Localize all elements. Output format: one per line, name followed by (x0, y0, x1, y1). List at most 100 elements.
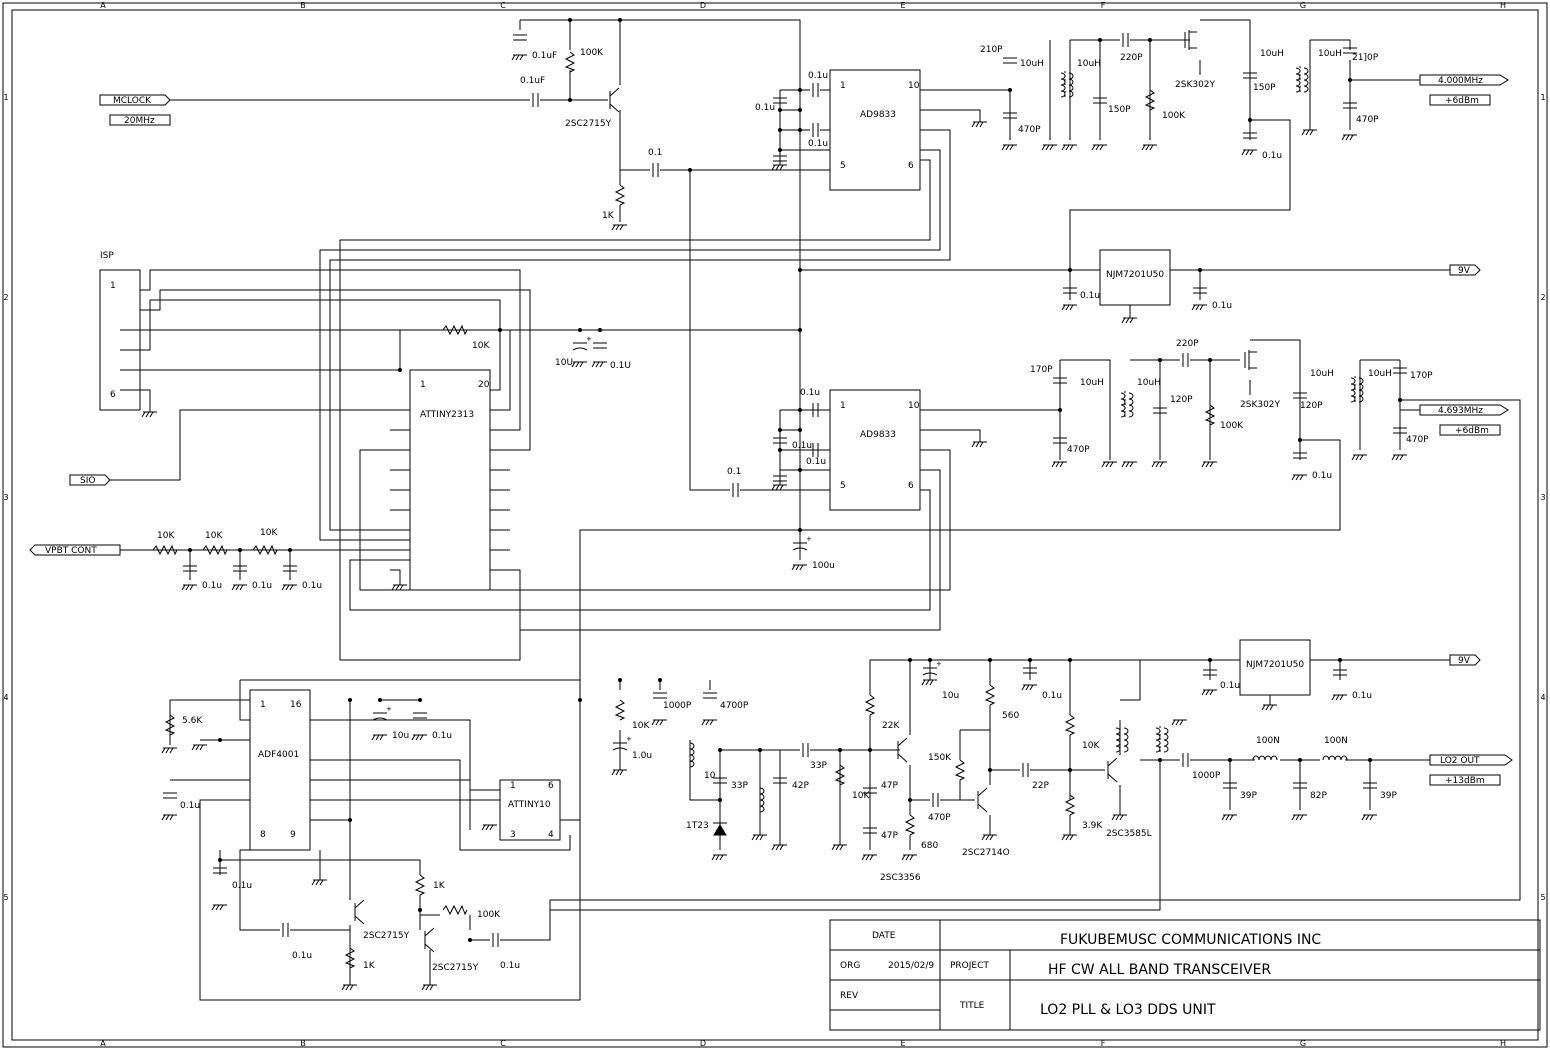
junction-dot (1098, 38, 1102, 42)
ground-hatch (1249, 149, 1254, 156)
part-label: 100K (477, 910, 501, 920)
capacitor-icon (1293, 782, 1307, 789)
junction-dot (1208, 358, 1212, 362)
resistor-zigzag (414, 874, 426, 896)
coil-icon (1128, 392, 1134, 418)
border-column-label: A (100, 1039, 106, 1048)
ground-hatch (1225, 814, 1230, 821)
part-label: 82P (1310, 791, 1327, 801)
resistor-zigzag (1204, 404, 1216, 426)
part-label: 0.1u (302, 581, 322, 591)
polarity-mark: + (626, 735, 632, 743)
junction-dot (778, 148, 782, 152)
ground-hatch (1051, 461, 1056, 468)
transistor-icon (1107, 757, 1118, 783)
resistor-icon (442, 904, 468, 916)
tiny10-name: ATTINY10 (508, 800, 551, 810)
border-column-label: D (700, 1039, 706, 1048)
junction-dot (778, 448, 782, 452)
coil-icon (689, 742, 695, 768)
reg1-name: NJM7201U50 (1106, 270, 1164, 280)
part-label: 2SC3356 (880, 873, 921, 883)
ground-icon (311, 879, 327, 886)
ground-hatch (1199, 304, 1204, 311)
ground-hatch (141, 411, 146, 418)
part-label: 10uH (1310, 369, 1334, 379)
junction-dot (798, 428, 802, 432)
ground-hatch (349, 984, 354, 991)
part-label: 22P (1032, 781, 1049, 791)
transistor-icon (354, 899, 365, 925)
isp-name: ISP (100, 251, 114, 261)
capacitor-icon (652, 163, 659, 177)
ground-icon (481, 824, 497, 831)
ground-hatch (1209, 461, 1214, 468)
ground-hatch (1061, 144, 1066, 151)
ground-hatch (1351, 454, 1356, 461)
ground-hatch (1355, 454, 1360, 461)
ground-hatch (391, 584, 396, 591)
ground-hatch (1195, 304, 1200, 311)
part-label: 0.1u (432, 731, 452, 741)
mclock-freq-box (109, 114, 171, 126)
part-label: 560 (1002, 711, 1019, 721)
part-label: 4700P (720, 701, 749, 711)
junction-dot (348, 818, 352, 822)
mclock-label: MCLOCK (113, 96, 152, 106)
junction-dot (288, 548, 292, 552)
ground-hatch (979, 441, 984, 448)
ground-icon (861, 854, 877, 861)
part-label: 0.1 (648, 148, 662, 158)
part-label: 220P (1176, 339, 1199, 349)
part-label: 42P (792, 781, 809, 791)
resistor-icon (202, 544, 228, 556)
ground-hatch (1341, 134, 1346, 141)
ground-hatch (1191, 304, 1196, 311)
ground-hatch (1305, 129, 1310, 136)
resistor-zigzag (834, 764, 846, 786)
junction-dot (758, 748, 762, 752)
ground-hatch (651, 719, 656, 726)
ground-icon (1121, 317, 1137, 324)
junction-dot (578, 328, 582, 332)
transistor-emitter (609, 103, 620, 113)
ground-hatch (1111, 814, 1116, 821)
part-label: 0.1 (727, 467, 741, 477)
ground-hatch (281, 584, 286, 591)
electrolytic-capacitor-icon: + (572, 335, 592, 351)
coil-icon (1123, 727, 1129, 753)
labels: MCLOCK 20MHz SIO VPBT CONT 4.000MHz +6dB… (45, 45, 1489, 1018)
coil-winding (1295, 67, 1301, 93)
capacitor-plate-curved (792, 547, 808, 551)
part-label: 10uH (1260, 49, 1284, 59)
title-block-rev-label: REV (840, 991, 859, 1001)
part-label: 39P (1380, 791, 1397, 801)
capacitor-icon (1393, 367, 1407, 374)
resistor-zigzag (442, 324, 468, 336)
resistor-icon (564, 51, 576, 73)
ground-icon (281, 584, 297, 591)
resistor-icon (984, 684, 996, 706)
ground-hatch (419, 734, 424, 741)
ground-icon (901, 854, 917, 861)
out2-level-box (1439, 424, 1501, 436)
v9-bot-label: 9V (1458, 656, 1471, 666)
transistor-icon (1184, 30, 1197, 50)
part-label: 0.1u (1042, 691, 1062, 701)
part-label: 0.1u (808, 139, 828, 149)
part-label: 1000P (1192, 771, 1221, 781)
pin-label: 6 (110, 390, 116, 400)
ground-hatch (1125, 461, 1130, 468)
v9-top-label: 9V (1458, 266, 1471, 276)
ground-icon (391, 584, 407, 591)
capacitor-icon (1243, 132, 1257, 139)
ground-hatch (615, 769, 620, 776)
part-label: 2SC2714O (962, 848, 1010, 858)
junction-dot (378, 698, 382, 702)
capacitor-plate-curved (372, 717, 388, 721)
ground-hatch (1055, 461, 1060, 468)
resistor-zigzag (614, 699, 626, 721)
part-label: 1T23 (686, 821, 709, 831)
ground-hatch (1335, 694, 1340, 701)
junction-dot (568, 18, 572, 22)
